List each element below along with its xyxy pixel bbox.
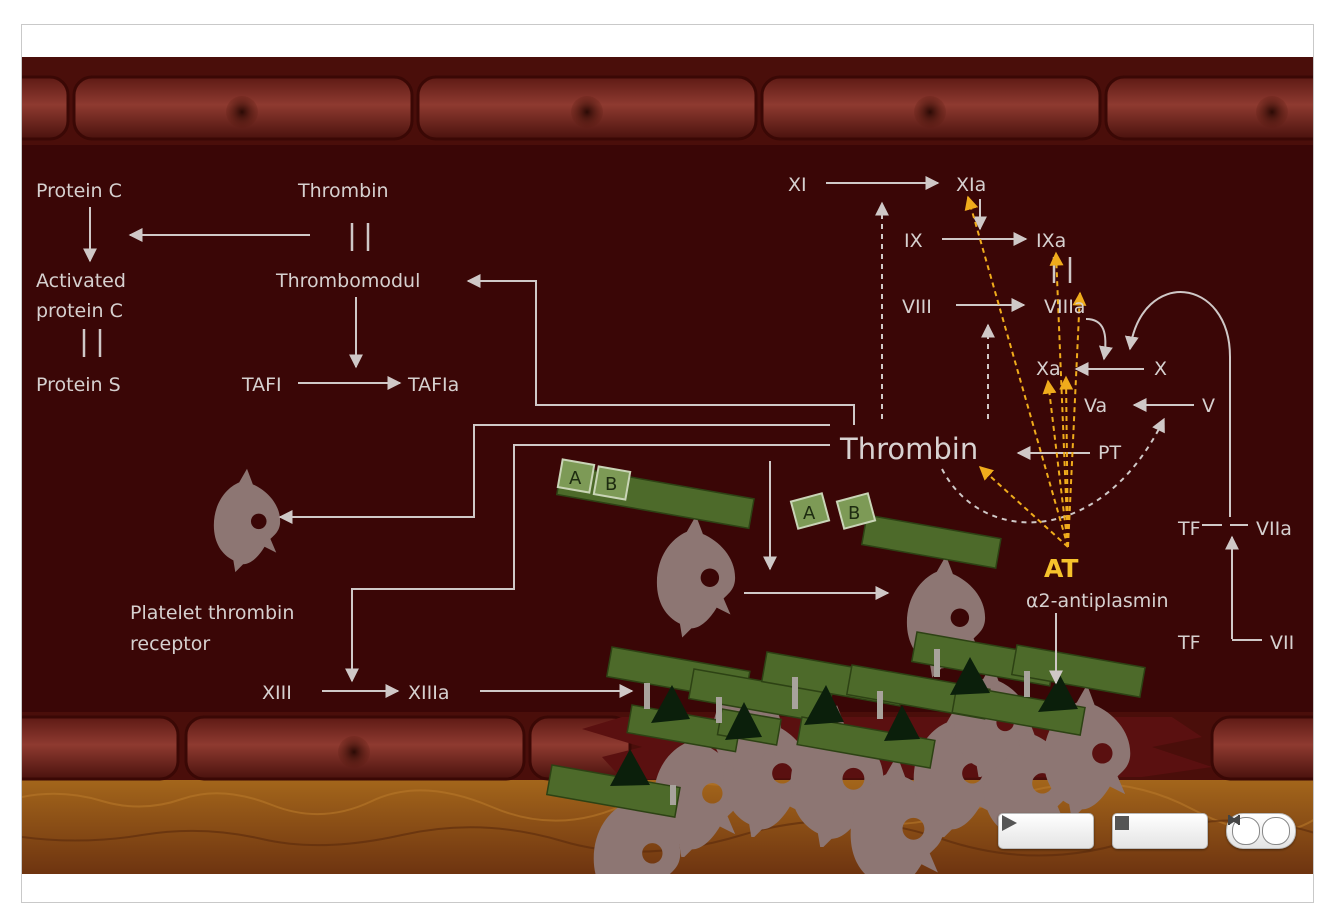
receptor-ab-1 [556, 458, 632, 501]
label-vii: VII [1270, 632, 1294, 654]
label-ix: IX [904, 230, 923, 252]
play-icon [1002, 815, 1017, 831]
label-xiii: XIII [262, 682, 292, 704]
pathway-arrows [83, 176, 1262, 698]
label-ixa: IXa [1036, 230, 1066, 252]
skip-back-button[interactable] [1228, 815, 1260, 845]
label-viii: VIII [902, 296, 932, 318]
stop-button[interactable] [1112, 813, 1208, 849]
play-button[interactable] [998, 813, 1094, 849]
label-va: Va [1084, 395, 1107, 417]
label-xiiia: XIIIa [408, 682, 449, 704]
label-pt: PT [1098, 442, 1121, 464]
receptor-ab-2 [789, 492, 877, 530]
label-platelet-receptor-line2: receptor [130, 633, 210, 655]
thrombin-feedback-arrows [875, 201, 1165, 524]
label-xa: Xa [1036, 358, 1061, 380]
label-x: X [1154, 358, 1167, 380]
coagulation-diagram: A B A B [22, 57, 1313, 874]
fibrin-crosslinks [644, 649, 1030, 805]
label-antiplasmin: α2-antiplasmin [1026, 590, 1169, 612]
skip-controls [1226, 813, 1296, 849]
label-thrombomodulin: Thrombomodul [275, 270, 420, 292]
label-xi: XI [788, 174, 807, 196]
label-thrombin-top: Thrombin [297, 180, 389, 202]
stop-icon [1115, 816, 1129, 830]
receptor-label-b1: B [605, 474, 617, 495]
receptor-label-a1: A [569, 468, 582, 489]
label-thrombin-center: Thrombin [839, 432, 978, 466]
label-xia: XIa [956, 174, 986, 196]
label-viiia: VIIIa [1044, 296, 1085, 318]
label-antithrombin: AT [1044, 554, 1078, 583]
fibrin-network [545, 464, 1146, 818]
label-tafi: TAFI [241, 374, 282, 396]
animation-stage: A B A B [22, 57, 1313, 874]
label-platelet-receptor-line1: Platelet thrombin [130, 602, 294, 624]
vessel-wall-top [22, 75, 1313, 141]
label-protein-c: Protein C [36, 180, 122, 202]
xiiia-molecules [610, 657, 1078, 786]
binding-bars [82, 223, 1072, 357]
label-tf-top: TF [1177, 518, 1201, 540]
skip-forward-button[interactable] [1229, 815, 1290, 845]
receptor-label-a2: A [803, 503, 816, 524]
label-v: V [1202, 395, 1215, 417]
label-tf-bottom: TF [1177, 632, 1201, 654]
label-activated-protein-c-line2: protein C [36, 300, 123, 322]
label-activated-protein-c-line1: Activated [36, 270, 126, 292]
label-tafia: TAFIa [407, 374, 459, 396]
antithrombin-inhibition-arrows [964, 195, 1087, 548]
skip-forward-icon [1229, 815, 1240, 825]
label-viia: VIIa [1256, 518, 1292, 540]
label-protein-s: Protein S [36, 374, 121, 396]
receptor-label-b2: B [848, 503, 860, 524]
